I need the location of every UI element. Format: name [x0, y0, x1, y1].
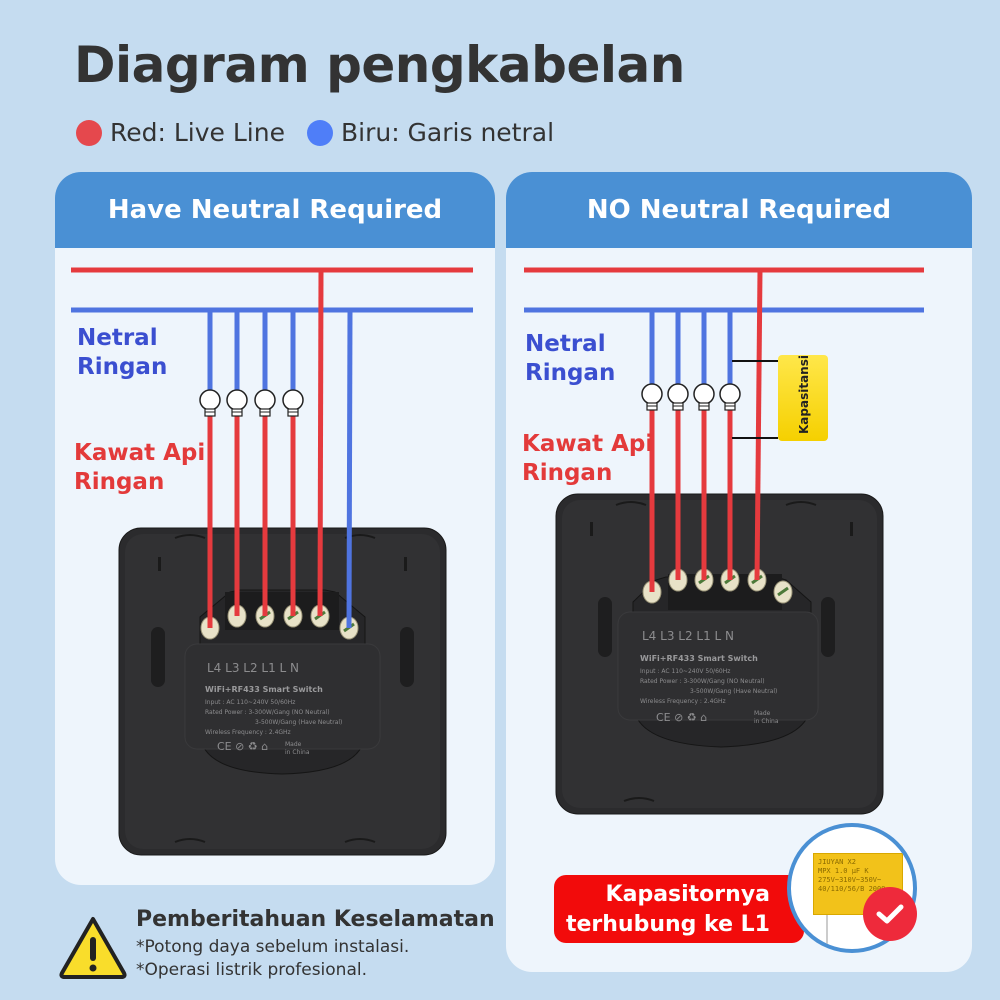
neutral-legend-dot	[306, 119, 333, 146]
main-live-wire	[317, 269, 324, 617]
module-frequency: Wireless Frequency : 2.4GHz	[205, 729, 291, 736]
live-legend-label: Red: Live Line	[110, 118, 285, 147]
live-label-line-1: Kawat Api	[522, 431, 654, 457]
lamp-icon	[199, 389, 221, 417]
neutral-label-line-1: Netral	[77, 325, 158, 351]
capacitor-connection-badge: Kapasitornya terhubung ke L1	[554, 875, 804, 943]
lamp-icon	[226, 389, 248, 417]
live-legend-dot	[76, 119, 102, 146]
neutral-legend-label: Biru: Garis netral	[340, 118, 555, 147]
live-load-label: Kawat Api Ringan	[74, 439, 205, 497]
color-legend: Red: Live Line Biru: Garis netral	[76, 118, 554, 147]
lamp-icon	[282, 389, 304, 417]
safety-notice: Pemberitahuan Keselamatan *Potong daya s…	[58, 905, 498, 995]
cap-text-2: MPX 1.0 µF K	[818, 867, 869, 875]
made-label-2: in China	[285, 749, 310, 756]
wiring-diagram-right: L4 L3 L2 L1 L N WiFi+RF433 Smart Switch …	[524, 267, 924, 815]
main-neutral-wire	[346, 309, 353, 629]
lamp-icon	[254, 389, 276, 417]
live-label-line-1: Kawat Api	[74, 440, 206, 466]
safety-line-2: *Operasi listrik profesional.	[136, 960, 368, 980]
live-load-label: Kawat Api Ringan	[522, 430, 653, 488]
ce-mark-icon: CE ⊘ ♻ ⌂	[656, 711, 707, 724]
module-label-text: L4 L3 L2 L1 L N WiFi+RF433 Smart Switch …	[205, 661, 342, 756]
lamp-icon	[641, 383, 663, 411]
badge-line-2: terhubung ke L1	[565, 912, 770, 937]
cap-text-3: 275V~310V~350V~	[818, 876, 882, 884]
wiring-diagram-left: L4 L3 L2 L1 L N WiFi+RF433 Smart Switch …	[71, 267, 473, 856]
made-label-2: in China	[754, 718, 779, 725]
made-label-1: Made	[754, 710, 771, 717]
panel-header: NO Neutral Required	[506, 172, 972, 248]
neutral-load-label: Netral Ringan	[525, 330, 615, 388]
panel-have-neutral: Have Neutral Required L4 L3 L2 L1 L N Wi…	[55, 172, 495, 885]
neutral-load-label: Netral Ringan	[77, 324, 167, 382]
page-title: Diagram pengkabelan	[74, 36, 685, 94]
module-name: WiFi+RF433 Smart Switch	[205, 685, 323, 694]
lamp-icon	[693, 383, 715, 411]
lamp-icon	[667, 383, 689, 411]
capacitor-lead	[826, 915, 828, 945]
main-live-wire	[754, 269, 763, 581]
module-input: Input : AC 110~240V 50/60Hz	[640, 668, 730, 675]
module-rated-1: Rated Power : 3-300W/Gang (NO Neutral)	[205, 709, 330, 716]
module-rated-1: Rated Power : 3-300W/Gang (NO Neutral)	[640, 678, 765, 685]
switch-back-plate	[118, 527, 447, 856]
lamp-icon	[719, 383, 741, 411]
capacitor-label: Kapasitansi	[797, 355, 811, 434]
badge-line-1: Kapasitornya	[605, 882, 770, 907]
capacitor-box	[778, 355, 828, 441]
cap-text-1: JIUYAN X2	[818, 858, 856, 866]
warning-icon	[59, 917, 127, 979]
terminal-labels: L4 L3 L2 L1 L N	[642, 629, 734, 643]
neutral-label-line-2: Ringan	[77, 354, 168, 380]
cap-text-4: 40/110/56/B 2009	[818, 885, 886, 893]
safety-line-1: *Potong daya sebelum instalasi.	[136, 937, 410, 957]
panel-header: Have Neutral Required	[55, 172, 495, 248]
live-label-line-2: Ringan	[522, 460, 613, 486]
module-frequency: Wireless Frequency : 2.4GHz	[640, 698, 726, 705]
module-rated-2: 3-500W/Gang (Have Neutral)	[255, 719, 342, 726]
ce-mark-icon: CE ⊘ ♻ ⌂	[217, 740, 268, 753]
live-label-line-2: Ringan	[74, 469, 165, 495]
neutral-label-line-2: Ringan	[525, 360, 616, 386]
terminal-labels: L4 L3 L2 L1 L N	[207, 661, 299, 675]
made-label-1: Made	[285, 741, 302, 748]
module-name: WiFi+RF433 Smart Switch	[640, 654, 758, 663]
terminal-screw	[773, 580, 793, 604]
safety-title: Pemberitahuan Keselamatan	[136, 907, 495, 932]
neutral-label-line-1: Netral	[525, 331, 606, 357]
module-rated-2: 3-500W/Gang (Have Neutral)	[690, 688, 777, 695]
module-input: Input : AC 110~240V 50/60Hz	[205, 699, 295, 706]
module-label-text: L4 L3 L2 L1 L N WiFi+RF433 Smart Switch …	[640, 629, 779, 725]
check-icon	[863, 887, 917, 941]
